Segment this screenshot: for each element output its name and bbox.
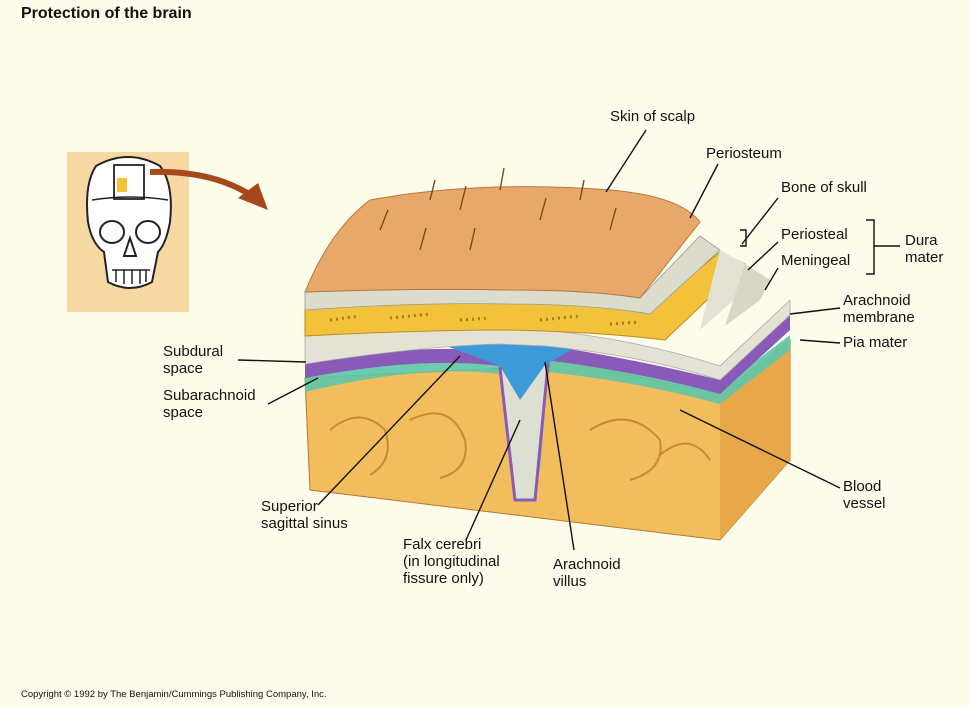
label-subarachnoid-space: Subarachnoid space [163,387,256,421]
label-periosteum: Periosteum [706,145,782,162]
superior-sagittal-sinus-shape [430,340,580,400]
leader-lines [237,129,900,551]
label-arachnoid-villus: Arachnoid villus [553,556,621,590]
label-meningeal: Meningeal [781,252,851,269]
label-subdural-space: Subdural space [163,343,224,377]
copyright-notice: Copyright © 1992 by The Benjamin/Cumming… [21,689,327,700]
skull-icon [86,156,172,289]
scalp-shape [304,186,701,299]
label-blood-vessel: Blood vessel [843,478,886,512]
label-pia-mater: Pia mater [843,334,908,351]
label-dura-mater: Dura mater [905,232,944,266]
label-arachnoid-membrane: Arachnoid membrane [843,292,915,326]
label-skin-of-scalp: Skin of scalp [610,108,696,125]
label-falx-cerebri: Falx cerebri (in longitudinal fissure on… [403,536,500,587]
skull-inset [67,152,268,312]
label-bone-of-skull: Bone of skull [781,179,867,196]
page-title: Protection of the brain [21,5,192,22]
label-periosteal: Periosteal [781,226,848,243]
layer-stack [304,167,791,400]
label-superior-sagittal-sinus: Superior sagittal sinus [261,498,348,532]
